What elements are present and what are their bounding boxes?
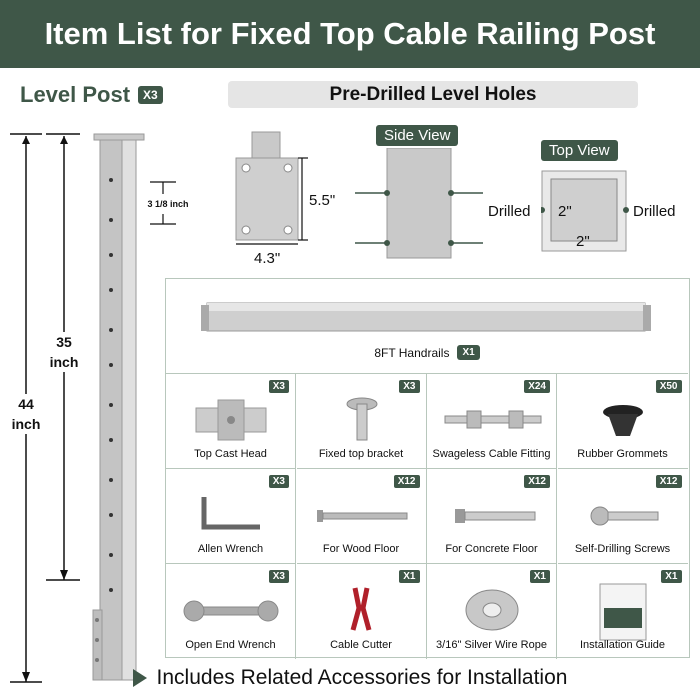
hole-spacing-label: 3 1/8 inch xyxy=(141,194,195,214)
handrail-qty: X1 xyxy=(457,345,480,360)
item-label: Top Cast Head xyxy=(194,448,267,460)
item-qty-badge: X3 xyxy=(399,380,420,393)
post-holes xyxy=(109,178,113,592)
top-view-bottom-dim: 2" xyxy=(576,233,590,250)
item-label: Self-Drilling Screws xyxy=(574,543,671,555)
footer-label: Includes Related Accessories for Install… xyxy=(156,666,568,689)
level-post-qty-badge: X3 xyxy=(138,86,163,104)
item-qty-badge: X1 xyxy=(399,570,420,583)
item-qty-badge: X24 xyxy=(524,380,550,393)
play-arrow-icon xyxy=(132,669,147,687)
top-view-illustration xyxy=(541,170,629,252)
self-drilling-screw-icon xyxy=(590,506,658,526)
item-label: Allen Wrench xyxy=(197,543,264,555)
plate-width-label: 4.3" xyxy=(254,250,281,267)
item-qty-badge: X12 xyxy=(524,475,550,488)
item-qty-badge: X3 xyxy=(268,570,289,583)
cast-head-icon xyxy=(195,399,267,441)
page-title: Item List for Fixed Top Cable Railing Po… xyxy=(44,16,656,51)
cable-fitting-icon xyxy=(444,410,542,429)
item-label: Rubber Grommets xyxy=(577,448,668,460)
handrail-label: 8FT Handrails xyxy=(374,345,450,360)
wire-rope-icon xyxy=(465,589,519,631)
post-illustration xyxy=(10,133,176,683)
level-post-label: Level Post xyxy=(20,82,131,107)
item-label: Fixed top bracket xyxy=(318,448,404,460)
side-view-label: Side View xyxy=(376,125,459,146)
top-view-inner-dim: 2" xyxy=(558,203,572,220)
top-view-drilled-left: Drilled xyxy=(488,203,531,220)
item-label: Swageless Cable Fitting xyxy=(432,448,551,460)
top-view-drilled-right: Drilled xyxy=(633,203,676,220)
anchor-bolt-icon xyxy=(455,509,536,523)
bolt-icon xyxy=(346,397,377,441)
footer: Includes Related Accessories for Install… xyxy=(0,662,700,694)
handrail-icon xyxy=(201,302,651,332)
plate-height-label: 5.5" xyxy=(309,192,336,209)
level-post-heading: Level Post X3 xyxy=(20,82,163,108)
item-qty-badge: X1 xyxy=(529,570,550,583)
wood-screw-icon xyxy=(316,510,407,522)
item-qty-badge: X12 xyxy=(393,475,420,488)
level-post-diagram: 3 1/8 inch 35 inch 44 inch xyxy=(0,120,200,700)
open-end-wrench-icon xyxy=(183,600,279,622)
handrail-item: 8FT Handrails X1 xyxy=(166,279,688,374)
mount-plate-illustration xyxy=(235,131,308,245)
side-view-illustration xyxy=(355,148,483,259)
cable-cutter-icon xyxy=(350,587,371,631)
item-label: Open End Wrench xyxy=(185,639,276,651)
item-qty-badge: X12 xyxy=(655,475,682,488)
predrilled-heading: Pre-Drilled Level Holes xyxy=(228,81,638,108)
item-label: Cable Cutter xyxy=(330,639,392,651)
accessory-item: X1 3/16" Silver Wire Rope xyxy=(427,564,557,659)
item-label: 3/16" Silver Wire Rope xyxy=(436,639,547,651)
predrilled-label: Pre-Drilled Level Holes xyxy=(329,83,537,105)
item-label: For Wood Floor xyxy=(322,543,400,555)
item-qty-badge: X1 xyxy=(661,570,682,583)
grommet-icon xyxy=(602,405,643,436)
allen-wrench-icon xyxy=(201,497,260,530)
item-label: For Concrete Floor xyxy=(445,543,538,555)
item-qty-badge: X3 xyxy=(268,475,289,488)
total-height-label: 44 inch xyxy=(4,394,48,434)
item-qty-badge: X50 xyxy=(655,380,682,393)
top-view-label: Top View xyxy=(541,140,618,161)
title-banner: Item List for Fixed Top Cable Railing Po… xyxy=(0,0,700,68)
inner-height-label: 35 inch xyxy=(42,332,86,372)
item-qty-badge: X3 xyxy=(268,380,289,393)
item-label: Installation Guide xyxy=(580,639,665,651)
guide-book-icon xyxy=(599,583,646,641)
